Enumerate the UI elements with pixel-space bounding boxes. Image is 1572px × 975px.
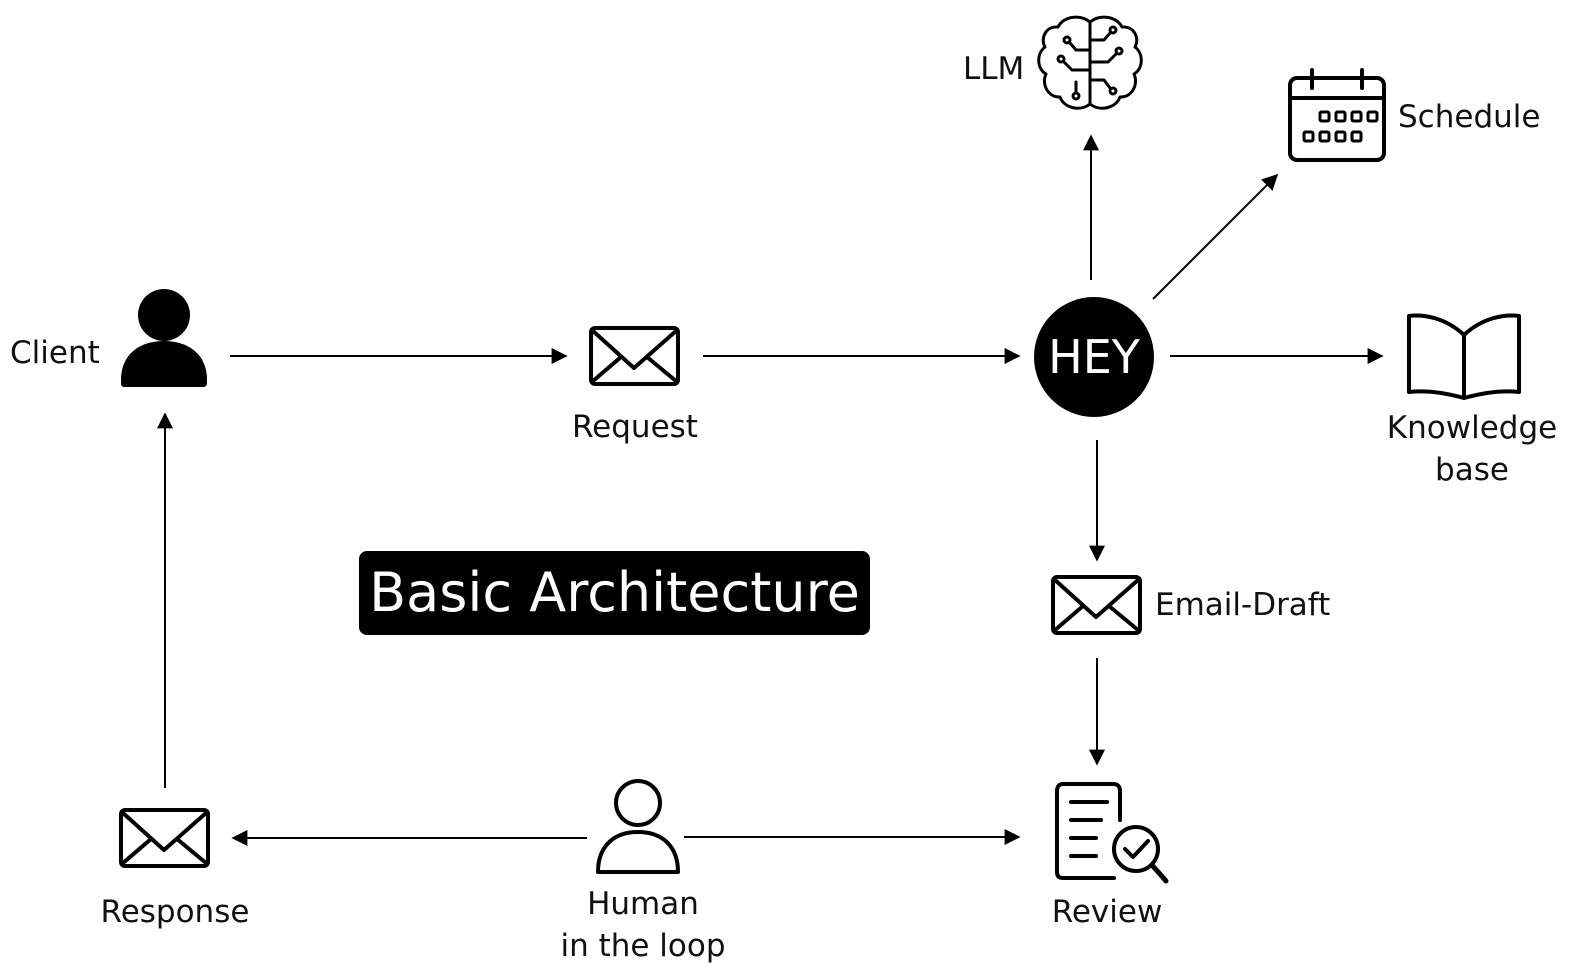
edge-hey-to-schedule [1152, 173, 1279, 300]
envelope-icon [119, 808, 210, 868]
client-label: Client [10, 335, 100, 371]
edges [157, 134, 1384, 846]
human-in-the-loop-label: Human in the loop [545, 883, 741, 967]
brain-circuit-icon [1037, 15, 1143, 110]
llm-label: LLM [963, 51, 1025, 87]
hey-hub: HEY [1034, 297, 1154, 417]
envelope-icon [589, 326, 680, 386]
envelope-icon [1051, 575, 1142, 635]
document-check-icon [1055, 782, 1169, 884]
knowledge-base-label: Knowledge base [1380, 407, 1564, 491]
knowledge-base-label-line2: base [1435, 452, 1509, 488]
open-book-icon [1407, 313, 1521, 400]
diagram-title: Basic Architecture [359, 551, 870, 635]
calendar-icon [1288, 68, 1386, 162]
review-label: Review [1051, 894, 1163, 930]
email-draft-label: Email-Draft [1155, 587, 1331, 623]
schedule-label: Schedule [1398, 99, 1541, 135]
knowledge-base-label-line1: Knowledge [1386, 410, 1558, 446]
person-outline-icon [596, 779, 680, 874]
person-filled-icon [121, 289, 207, 387]
human-in-the-loop-label-line2: in the loop [560, 928, 726, 964]
response-label: Response [100, 894, 250, 930]
human-in-the-loop-label-line1: Human [587, 886, 699, 922]
request-label: Request [572, 409, 698, 445]
